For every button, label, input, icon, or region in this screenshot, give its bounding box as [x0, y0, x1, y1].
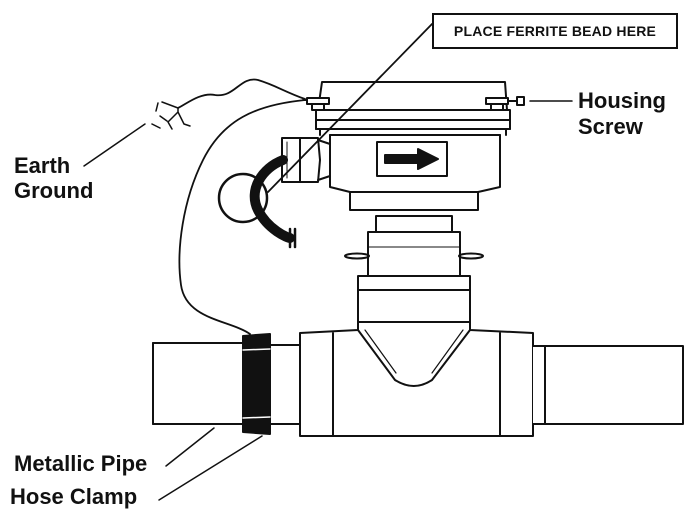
- housing-lid: [315, 81, 511, 136]
- earth-ground-leader: [83, 123, 146, 167]
- metallic-pipe-leader: [165, 427, 215, 467]
- ferrite-bead-callout: PLACE FERRITE BEAD HERE: [432, 13, 678, 49]
- housing-screw-left: [302, 97, 330, 111]
- riser-collar: [344, 215, 484, 323]
- cable-gland: [281, 137, 331, 183]
- sensor-cable: [249, 155, 297, 249]
- ferrite-callout-leader: [267, 23, 433, 193]
- ferrite-bead-location: [217, 172, 269, 224]
- earth-ground-symbol: [151, 101, 191, 130]
- tee-fitting: [299, 321, 534, 437]
- housing-screw-label-line2: Screw: [578, 114, 643, 139]
- right-pipe: [532, 345, 684, 425]
- earth-ground-label-line2: Ground: [14, 178, 94, 203]
- housing-screw-right: [485, 96, 525, 111]
- metallic-pipe-label: Metallic Pipe: [14, 451, 148, 476]
- earth-ground-label-line1: Earth: [14, 153, 71, 178]
- ferrite-bead-callout-text: PLACE FERRITE BEAD HERE: [453, 23, 657, 39]
- housing-screw-label-line1: Housing: [578, 88, 666, 113]
- sensor-housing-body: [329, 134, 501, 211]
- earth-ground-wire: [177, 78, 306, 109]
- hose-clamp-leader: [158, 435, 263, 501]
- metallic-pipe: [152, 342, 301, 425]
- hose-clamp-label: Hose Clamp: [10, 484, 138, 509]
- ground-wire: [178, 99, 306, 335]
- hose-clamp: [242, 333, 271, 435]
